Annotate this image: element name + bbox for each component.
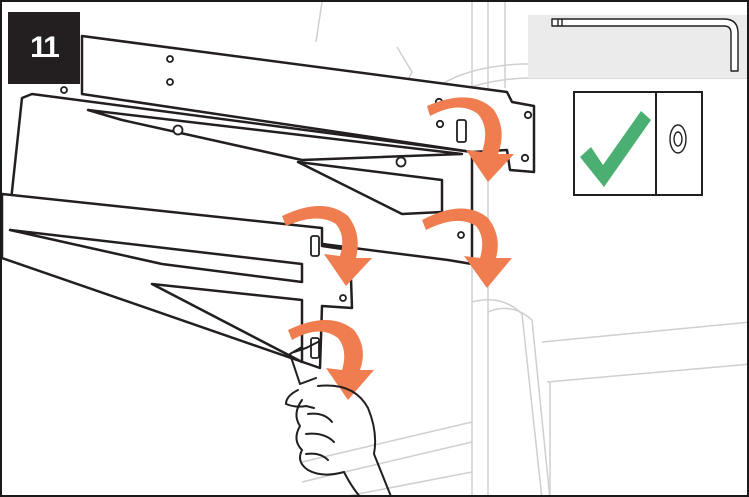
step-number: 11 xyxy=(30,31,60,64)
step-number-badge: 11 xyxy=(8,12,80,84)
screw-hole-icon xyxy=(669,124,687,154)
verification-panel xyxy=(573,91,703,196)
checkmark-icon xyxy=(580,111,651,187)
verification-graphic xyxy=(580,93,687,194)
arrow-mid-right-icon xyxy=(422,208,512,288)
arrow-mid-left-icon xyxy=(282,206,372,286)
tool-required-panel xyxy=(528,15,747,78)
arrow-top-right-icon xyxy=(427,97,514,182)
hex-key-icon xyxy=(551,18,739,72)
arrow-bottom-icon xyxy=(288,320,374,400)
